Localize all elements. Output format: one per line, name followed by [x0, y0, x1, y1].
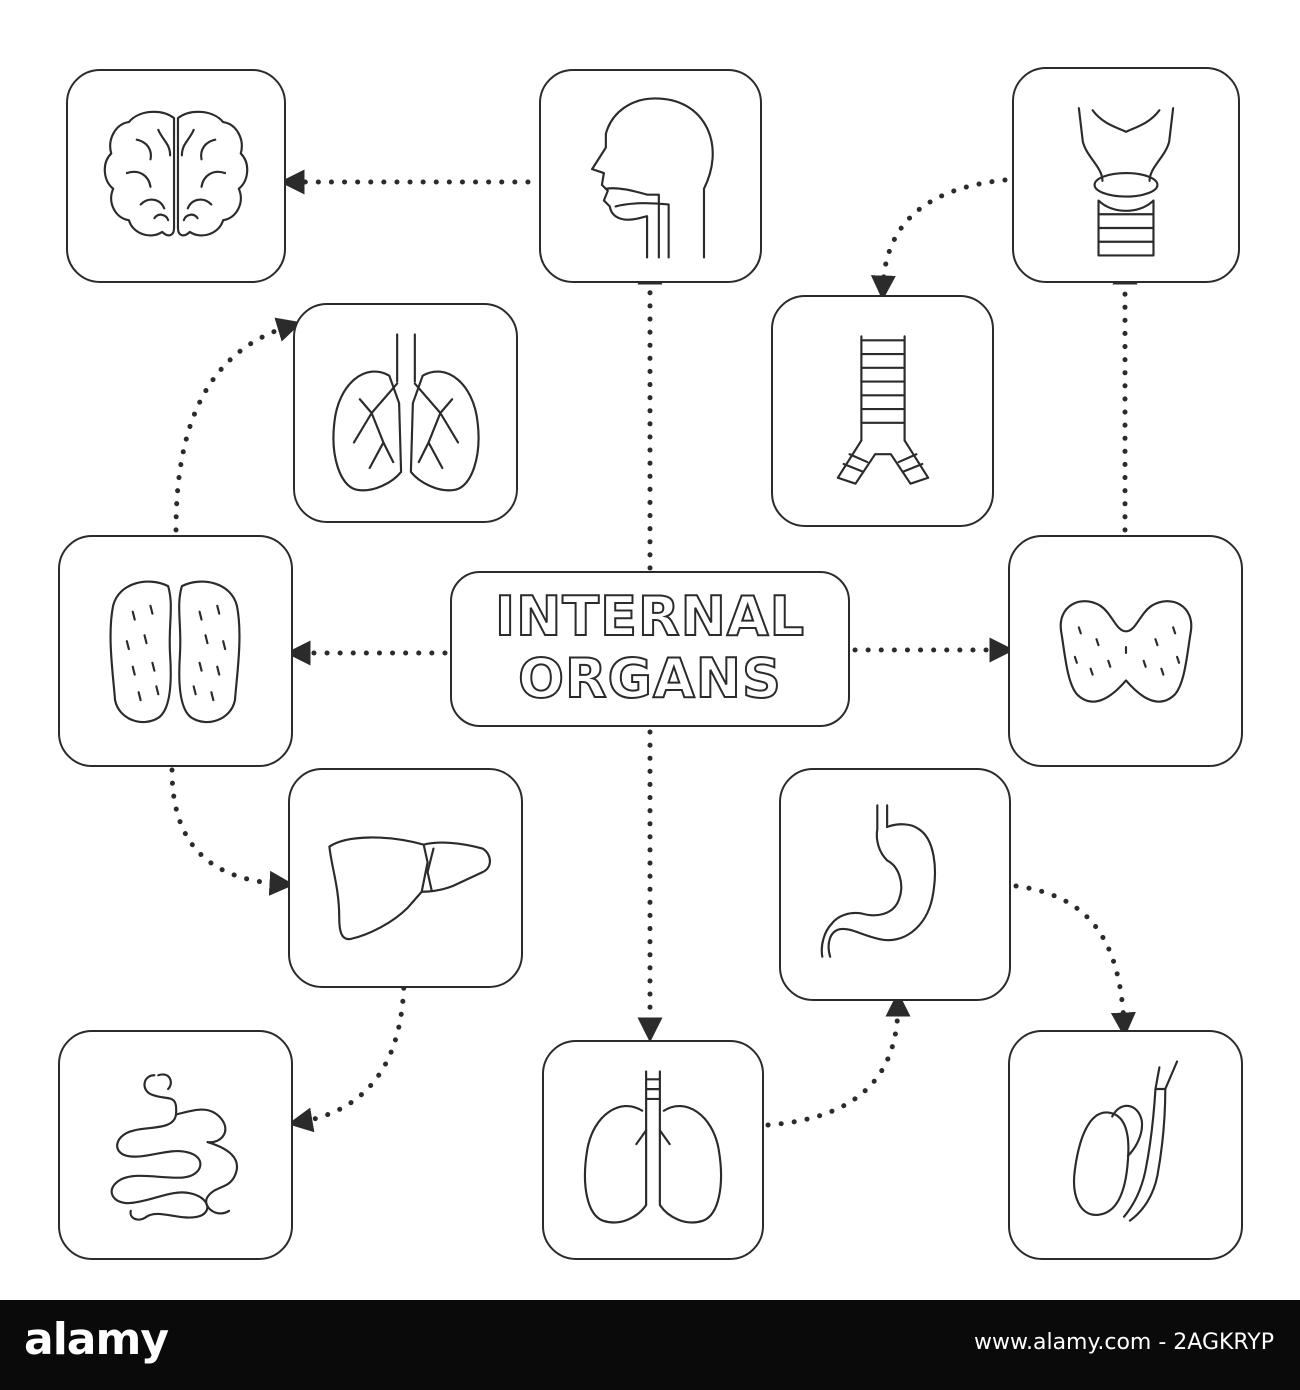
bronchi-lungs-icon: [332, 333, 480, 492]
head-profile-tile: [539, 69, 762, 283]
bronchi-lungs-tile: [293, 303, 518, 523]
larynx-tile: [1012, 67, 1240, 283]
trachea-tile: [771, 295, 994, 527]
connector-larynx-to-trachea: [870, 177, 1008, 301]
brain-icon: [103, 110, 249, 237]
trachea-icon: [836, 335, 930, 485]
connector-liver-to-intestine: [287, 972, 407, 1133]
connector-layer: [169, 169, 1138, 1133]
center-title-box: INTERNAL ORGANS: [450, 571, 850, 727]
stomach-tile: [779, 768, 1011, 1001]
kidneys-icon: [109, 580, 241, 724]
stomach-icon: [820, 804, 936, 958]
kidneys-tile: [58, 535, 293, 767]
intestine-tile: [58, 1030, 293, 1260]
larynx-icon: [1077, 107, 1175, 257]
thyroid-icon: [1059, 600, 1193, 703]
head-profile-icon: [591, 97, 714, 259]
brain-tile: [66, 69, 286, 283]
connector-kidneys-to-bronchi: [173, 317, 302, 533]
image-id-label: www.alamy.com - 2AGKRYP: [974, 1330, 1274, 1355]
footer-bar: alamy www.alamy.com - 2AGKRYP: [0, 1300, 1300, 1390]
connector-kidneys-to-liver: [169, 767, 295, 896]
gallbladder-tile: [1008, 1030, 1243, 1260]
gallbladder-icon: [1073, 1060, 1179, 1222]
liver-tile: [288, 768, 523, 988]
connector-stomach-to-gallbladder: [1013, 883, 1136, 1038]
title-line-2: ORGANS: [517, 647, 782, 710]
liver-icon: [328, 836, 492, 941]
lungs-tile: [542, 1040, 764, 1260]
thyroid-tile: [1008, 535, 1243, 767]
intestine-icon: [110, 1073, 238, 1221]
lungs-icon: [583, 1070, 723, 1224]
title-line-1: INTERNAL: [494, 585, 805, 648]
connector-lungs-to-stomach: [765, 991, 911, 1128]
brand-logo: alamy: [24, 1314, 169, 1365]
mind-map-diagram: INTERNAL ORGANS: [58, 67, 1243, 1260]
